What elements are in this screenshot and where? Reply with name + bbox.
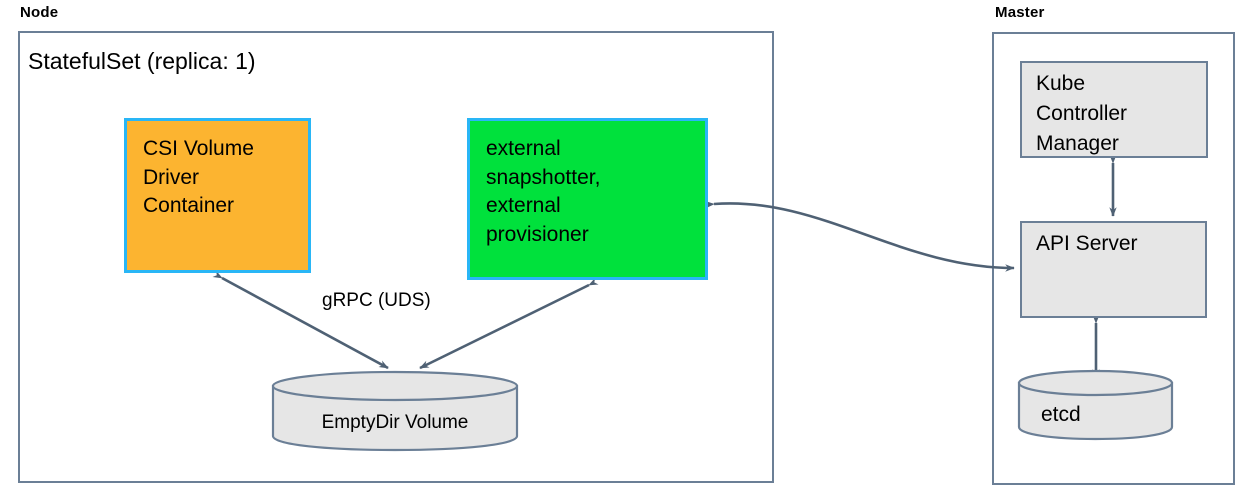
kube-controller-manager-line-1: Kube [1036,72,1086,95]
external-snapshotter-provisioner-line-4: provisioner [486,222,589,246]
emptydir-volume-shape [271,370,519,452]
csi-volume-driver-container-line-2: Driver [143,165,199,189]
node-group-title: Node [20,4,59,21]
kube-controller-manager-line-3: Manager [1036,131,1119,155]
csi-volume-driver-container-line-1: CSI Volume [143,137,254,160]
etcd-cylinder[interactable]: etcd [1017,369,1174,441]
etcd-label: etcd [1041,403,1081,426]
external-snapshotter-provisioner-line-3: external [486,194,561,218]
kube-controller-manager-box[interactable]: Kube Controller Manager [1020,61,1208,158]
grpc-uds-edge-label: gRPC (UDS) [322,290,431,311]
etcd-shape [1017,369,1174,441]
external-snapshotter-provisioner-line-2: snapshotter, [486,165,601,189]
api-server-box[interactable]: API Server [1020,221,1207,318]
emptydir-volume-label: EmptyDir Volume [321,412,469,433]
statefulset-label: StatefulSet (replica: 1) [28,48,256,74]
api-server-label: API Server [1036,232,1138,255]
csi-volume-driver-container-line-3: Container [143,194,235,218]
csi-volume-driver-container-box[interactable]: CSI Volume Driver Container [124,118,311,273]
emptydir-volume-cylinder[interactable]: EmptyDir Volume [271,370,519,452]
kube-controller-manager-line-2: Controller [1036,101,1128,125]
master-group-title: Master [995,4,1045,21]
external-snapshotter-provisioner-line-1: external [486,137,561,160]
external-snapshotter-provisioner-box[interactable]: external snapshotter, external provision… [467,118,708,280]
